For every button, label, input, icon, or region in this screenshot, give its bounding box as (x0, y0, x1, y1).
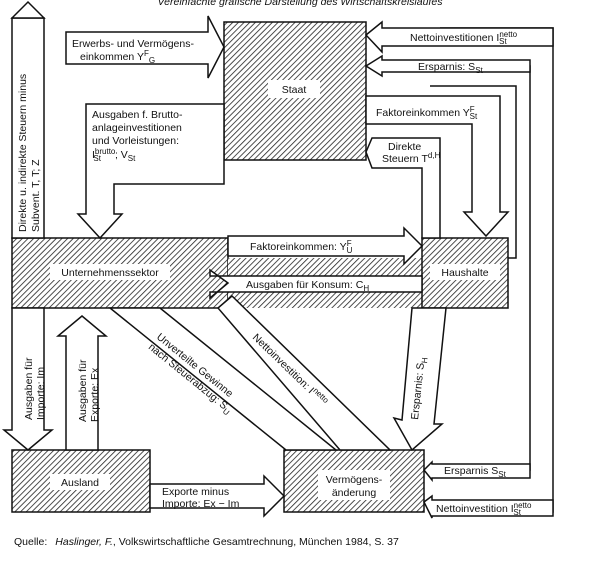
vermoegensaenderung-label-1: Vermögens- (326, 474, 383, 486)
gewinne-diagonal-arrow (107, 307, 339, 451)
ausgaben-label-1: Ausgaben f. Brutto- (92, 109, 183, 121)
ersparnis-diag-label: Ersparnis: SH (409, 356, 430, 420)
nettoinvestition-diagonal-arrow (216, 294, 392, 451)
staat-label-bg (268, 80, 320, 98)
nettoinvestitionen-top-arrow (364, 20, 554, 54)
konsum-arrow (209, 268, 423, 300)
ausgaben-label-2: anlageinvestitionen (92, 122, 182, 134)
importe-label-1: Ausgaben für (23, 357, 35, 420)
konsum-label: Ausgaben für Konsum: CH (246, 279, 369, 293)
vermoegensaenderung-label-2: änderung (332, 487, 377, 499)
direkte-steuern-arrow (365, 137, 441, 239)
exporte-minus-label-2: Importe: Ex − Im (162, 498, 240, 510)
ersparnis-top-arrow (364, 54, 531, 78)
ersparnis-top-label: Ersparnis: SSt (418, 61, 484, 75)
ausland-label-bg (50, 474, 110, 490)
faktoreinkommen-mid-arrow (227, 226, 424, 266)
ersparnis-diag-labels: Ersparnis: SH (409, 356, 430, 421)
erwerbs-label-1: Erwerbs- und Vermögens- (72, 38, 194, 50)
ausland-label: Ausland (61, 477, 99, 489)
source-line: Quelle:Haslinger, F., Volkswirtschaftlic… (14, 536, 399, 548)
ausgaben-brutto-arrow (76, 103, 225, 240)
vermoegensaenderung-label-bg (318, 470, 390, 500)
importe-arrow (1, 307, 55, 451)
steuern-label-2: Subvent. T, T; Z (30, 159, 42, 232)
exporte-label-2: Exporte: Ex (89, 367, 101, 422)
steuern-label-1: Direkte u. indirekte Steuern minus (17, 74, 29, 232)
steuern-vertical-arrowhead (10, 0, 46, 19)
direkte-label-1: Direkte (388, 141, 421, 153)
direkte-label-2: Steuern Td,H (382, 151, 441, 165)
staat-label: Staat (282, 84, 307, 96)
haushalte-label-bg (430, 264, 500, 280)
exporte-minus-label-1: Exporte minus (162, 486, 229, 498)
ersparnis-bottom-label: Ersparnis SSt (444, 465, 507, 479)
importe-labels: Ausgaben für Importe: Im (23, 357, 47, 420)
exporte-labels: Ausgaben für Exporte: Ex (77, 359, 101, 422)
erwerbs-einkommen-arrow (65, 15, 225, 79)
ersparnis-haushalte-arrow (392, 307, 447, 452)
faktoreinkommen-top-arrow (365, 95, 510, 238)
unternehmen-label-bg (50, 264, 170, 280)
haushalte-label: Haushalte (441, 267, 488, 279)
steuern-vertical-labels: Direkte u. indirekte Steuern minus Subve… (17, 74, 42, 232)
exporte-arrow (55, 315, 109, 451)
diagram-title: Vereinfachte grafische Darstellung des W… (158, 0, 444, 8)
exporte-label-1: Ausgaben für (77, 359, 89, 422)
exporte-minus-importe-arrow (149, 474, 286, 518)
ersparnis-bottom-arrow (422, 460, 531, 483)
importe-label-2: Importe: Im (35, 367, 47, 420)
unternehmen-label: Unternehmenssektor (61, 267, 159, 279)
ausgaben-label-3: und Vorleistungen: (92, 135, 179, 147)
erwerbs-label-2: einkommen YFG (80, 49, 155, 65)
nettoinvestition-bottom-arrow (423, 494, 554, 519)
